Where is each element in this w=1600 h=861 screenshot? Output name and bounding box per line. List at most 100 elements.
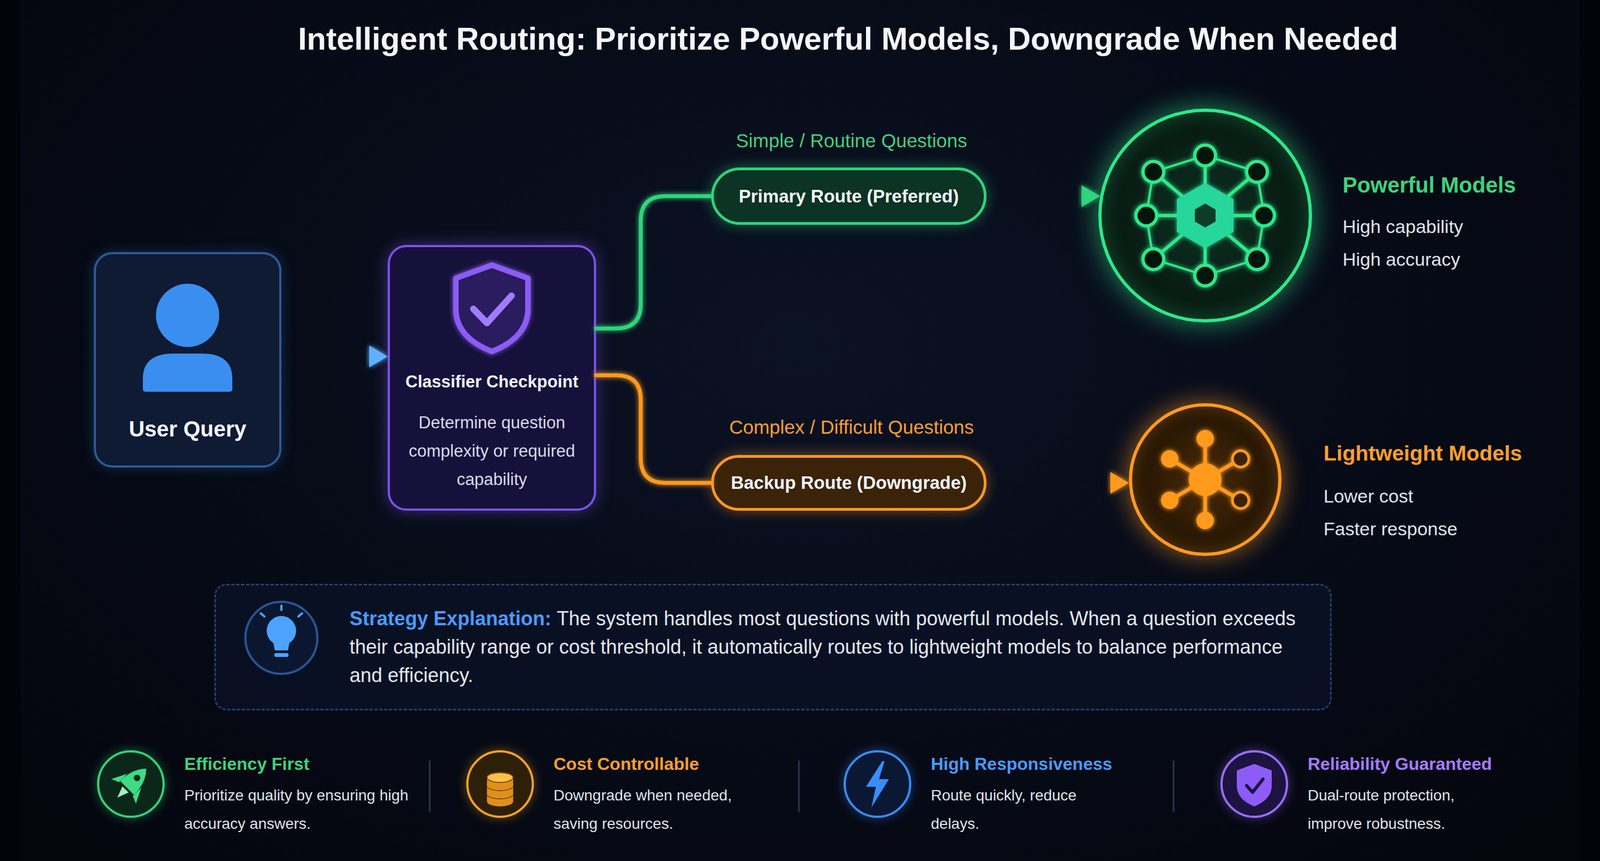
icon-part <box>1253 205 1275 226</box>
node-heading: Reliability Guaranteed <box>1307 752 1493 775</box>
icon-part <box>1246 778 1263 792</box>
icon-part <box>486 772 514 783</box>
connector <box>596 375 712 483</box>
connector-line <box>281 354 372 359</box>
input-box: User Query <box>93 251 282 468</box>
icon-part <box>1173 760 1175 812</box>
icon-part <box>1169 479 1206 501</box>
icon-part <box>1205 479 1241 501</box>
icon-part <box>280 605 283 610</box>
icon-part <box>1135 145 1275 286</box>
icon-part <box>1203 155 1207 216</box>
node-heading: Classifier Checkpoint <box>389 369 594 394</box>
connector-line <box>986 480 1113 485</box>
feature-item: Cost ControllableDowngrade when needed, … <box>466 749 534 818</box>
arrow-head <box>1081 185 1100 208</box>
node-heading: Complex / Difficult Questions <box>681 414 1022 439</box>
icon-part <box>1153 171 1206 216</box>
node-text: Route quickly, reduce delays. <box>930 780 1117 838</box>
network-icon <box>1135 145 1275 286</box>
icon-part <box>1143 161 1164 183</box>
node-heading: Powerful Models <box>1342 171 1517 198</box>
icon-part <box>429 760 431 812</box>
connector-line <box>596 375 712 483</box>
node-text: Lower cost <box>1323 483 1413 508</box>
icon-part <box>1194 265 1216 286</box>
icon-part <box>473 295 512 323</box>
feature-item: High ResponsivenessRoute quickly, reduce… <box>843 749 912 818</box>
icon-part <box>798 760 800 812</box>
node-heading: Efficiency First <box>184 752 310 775</box>
icon-part <box>1205 171 1257 216</box>
node-text: Primary Route (Preferred) <box>713 170 984 222</box>
shield-check-icon <box>1236 763 1272 806</box>
icon-part <box>1205 458 1241 480</box>
icon-part <box>1135 205 1157 226</box>
node-text: Backup Route (Downgrade) <box>713 457 984 508</box>
rocket-icon <box>105 755 159 810</box>
icon-part <box>486 793 514 802</box>
connector <box>986 185 1100 208</box>
icon-part <box>486 788 514 798</box>
arrow-head <box>1110 471 1129 494</box>
feature-item: Efficiency FirstPrioritize quality by en… <box>97 749 165 818</box>
node-heading: High Responsiveness <box>930 752 1113 775</box>
model-circle: Powerful ModelsHigh capabilityHigh accur… <box>1098 108 1313 323</box>
icon-part <box>1146 155 1265 276</box>
separator <box>429 760 1174 812</box>
icon-part <box>245 601 318 674</box>
icon-part <box>486 788 514 799</box>
icon-part <box>298 612 303 617</box>
connector <box>986 471 1129 494</box>
icon-part <box>486 779 514 790</box>
icon-part <box>1246 161 1268 183</box>
icon-part <box>119 761 154 795</box>
icon-part <box>486 780 514 791</box>
icon-part <box>130 786 147 804</box>
icon-part <box>1143 248 1164 270</box>
icon-part <box>486 796 514 806</box>
icon-part <box>114 785 129 800</box>
icon-part <box>1188 462 1222 496</box>
icon-part <box>1153 215 1206 260</box>
icon-part <box>1169 438 1241 521</box>
node-text: Prioritize quality by ensuring high accu… <box>184 780 430 838</box>
icon-part <box>1205 213 1265 218</box>
feature-item: Reliability GuaranteedDual-route protect… <box>1220 749 1289 818</box>
arrow-head <box>369 345 388 368</box>
user-icon <box>142 283 233 392</box>
note-box: Strategy Explanation:The system handles … <box>214 583 1332 711</box>
icon-part <box>486 785 514 793</box>
icon-part <box>1161 429 1214 529</box>
icon-part <box>1146 213 1206 218</box>
node-text: Dual-route protection, improve robustnes… <box>1307 780 1505 838</box>
light-network-icon <box>1161 429 1249 529</box>
connector-line <box>596 196 712 329</box>
node-heading: Simple / Routine Questions <box>681 128 1022 153</box>
icon-part <box>1236 763 1272 806</box>
icon-part <box>142 353 233 392</box>
icon-part <box>1176 182 1234 249</box>
lightbulb-icon <box>245 601 318 674</box>
connector-line <box>986 194 1084 198</box>
node-text: Determine question complexity or require… <box>396 408 588 494</box>
icon-part <box>1203 438 1208 480</box>
icon-part <box>132 772 142 783</box>
icon-part <box>1205 215 1257 260</box>
classifier-box: Classifier CheckpointDetermine question … <box>387 244 597 511</box>
route-pill: Simple / Routine QuestionsPrimary Route … <box>711 167 987 225</box>
bolt-icon <box>865 760 889 808</box>
text-paragraph: Strategy Explanation:The system handles … <box>349 604 1310 690</box>
node-heading: Lightweight Models <box>1323 440 1523 467</box>
node-heading: Strategy Explanation: <box>349 606 552 630</box>
icon-part <box>1161 491 1179 509</box>
icon-part <box>272 639 291 651</box>
coins-icon <box>486 772 514 806</box>
icon-part <box>260 612 265 617</box>
shield-icon <box>455 265 528 352</box>
icon-part <box>1232 491 1249 509</box>
icon-part <box>1194 203 1216 228</box>
icon-part <box>486 777 514 785</box>
